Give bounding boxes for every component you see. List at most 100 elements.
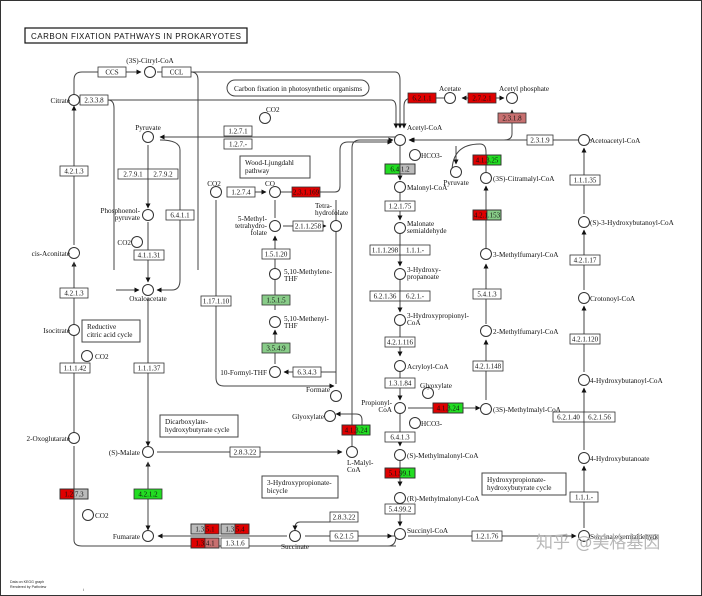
compound-node[interactable] <box>422 387 434 399</box>
enzyme-fill[interactable] <box>384 336 416 348</box>
enzyme-e2318[interactable]: 2.3.1.8 <box>497 112 527 124</box>
enzyme-e421116[interactable]: 4.2.1.116 <box>384 336 416 348</box>
enzyme-e54992[interactable]: 5.4.99.2 <box>384 503 416 515</box>
enzyme-e4324a[interactable]: 4.1.3.24 <box>341 424 371 436</box>
enzyme-fill[interactable] <box>161 66 192 78</box>
compound-acetate[interactable]: Acetate <box>439 85 461 104</box>
compound-glyoxylate1[interactable]: Glyoxylate <box>292 410 336 422</box>
enzyme-e13184[interactable]: 1.3.1.84 <box>384 377 416 389</box>
enzyme-e42153[interactable]: 4.2.1.153 <box>472 209 502 221</box>
compound-node[interactable] <box>480 325 492 337</box>
compound-methylene[interactable]: 5,10-Methylene-THF <box>269 268 333 283</box>
compound-smethylmal[interactable]: (S)-Methylmalonyl-CoA <box>394 449 480 461</box>
enzyme-e11142[interactable]: 1.1.1.42 <box>59 362 91 374</box>
enzyme-fill[interactable] <box>384 377 416 389</box>
compound-mesaconyl3[interactable]: 3-Methylfumaryl-CoA <box>480 248 560 260</box>
compound-node[interactable] <box>394 402 406 414</box>
compound-hydroxyprop[interactable]: 3-Hydroxy-propanoate <box>394 266 442 281</box>
enzyme-fill[interactable] <box>226 186 256 198</box>
compound-formate[interactable]: Formate <box>306 386 342 402</box>
compound-node[interactable] <box>259 112 271 124</box>
compound-smalate[interactable]: (S)-Malate <box>109 446 154 458</box>
compound-citryl[interactable]: (3S)-Citryl-CoA <box>126 57 175 78</box>
enzyme-fill[interactable] <box>569 254 601 266</box>
compound-node[interactable] <box>480 403 492 415</box>
enzyme-e135a[interactable]: 1.3.5.1 <box>190 523 220 535</box>
link-map-label[interactable]: Carbon fixation in photosynthetic organi… <box>234 85 362 93</box>
compound-oxoglut[interactable]: 2-Oxoglutarate <box>26 432 80 444</box>
compound-citrate[interactable]: Citrate <box>50 94 80 106</box>
compound-node[interactable] <box>68 432 80 444</box>
compound-acetylp[interactable]: Acetyl phosphate <box>499 85 549 104</box>
enzyme-e1274[interactable]: 1.2.7.4 <box>226 186 256 198</box>
enzyme-e12175[interactable]: 1.2.1.75 <box>384 200 416 212</box>
compound-node[interactable] <box>142 284 154 296</box>
enzyme-e1341[interactable]: 1.3.4.1 <box>190 537 220 549</box>
compound-mesaconyl2[interactable]: 2-Methylfumaryl-CoA <box>480 325 560 337</box>
enzyme-e6413[interactable]: 6.4.1.3 <box>384 431 416 443</box>
enzyme-fill[interactable] <box>223 125 253 137</box>
compound-node[interactable] <box>578 292 590 304</box>
compound-node[interactable] <box>394 134 406 146</box>
enzyme-e6211[interactable]: 6.2.1.1 <box>407 92 437 104</box>
compound-node[interactable] <box>269 268 281 280</box>
compound-hb4[interactable]: 4-Hydroxybutanoate <box>578 452 650 464</box>
compound-thf[interactable]: Tetra-hydrofolate <box>315 202 348 232</box>
compound-methenyl[interactable]: 5,10-Methenyl-THF <box>269 315 330 330</box>
compound-malonylcoa[interactable]: Malonyl-CoA <box>394 181 449 193</box>
compound-node[interactable] <box>68 247 80 259</box>
enzyme-fill[interactable] <box>59 165 89 177</box>
compound-node[interactable] <box>142 446 154 458</box>
compound-node[interactable] <box>578 452 590 464</box>
compound-co2c[interactable]: CO2 <box>82 509 109 521</box>
compound-glyoxylate2[interactable]: Glyoxylate <box>420 382 452 399</box>
compound-pep[interactable]: Phosphoenol-pyruvate <box>100 207 154 222</box>
enzyme-fill[interactable] <box>583 411 616 423</box>
enzyme-e4212[interactable]: 4.2.1.2 <box>133 488 163 500</box>
enzyme-fill[interactable] <box>399 290 431 302</box>
compound-node[interactable] <box>506 92 518 104</box>
enzyme-e4213b[interactable]: 4.2.1.3 <box>59 287 89 299</box>
enzyme-e4213a[interactable]: 4.2.1.3 <box>59 165 89 177</box>
enzyme-fill[interactable] <box>261 248 291 260</box>
enzyme-e421120[interactable]: 4.2.1.120 <box>569 333 601 345</box>
compound-node[interactable] <box>330 220 342 232</box>
enzyme-fill[interactable] <box>147 168 179 180</box>
link-map-photosynthetic[interactable]: Carbon fixation in photosynthetic organi… <box>226 79 370 97</box>
compound-node[interactable] <box>394 268 406 280</box>
enzyme-e2311[interactable]: 2.3.1.169 <box>291 186 321 198</box>
enzyme-e12176[interactable]: 1.2.1.76 <box>471 530 503 542</box>
compound-hbcoa4[interactable]: 4-Hydroxybutanoyl-CoA <box>578 374 664 386</box>
compound-node[interactable] <box>142 530 154 542</box>
compound-node[interactable] <box>144 66 156 78</box>
compound-node[interactable] <box>82 509 94 521</box>
enzyme-fill[interactable] <box>472 288 502 300</box>
enzyme-e2835b[interactable]: 2.8.3.22 <box>329 511 359 523</box>
compound-hydroxybutanoyl[interactable]: (S)-3-Hydroxybutanoyl-CoA <box>578 216 675 228</box>
enzyme-fill[interactable] <box>384 503 416 515</box>
enzyme-fill[interactable] <box>59 287 89 299</box>
enzyme-fill[interactable] <box>292 220 324 232</box>
compound-node[interactable] <box>142 209 154 221</box>
enzyme-e1316[interactable]: 1.3.1.6 <box>220 537 250 549</box>
enzyme-fill[interactable] <box>569 333 601 345</box>
enzyme-fill[interactable] <box>467 92 497 104</box>
compound-isocitrate[interactable]: Isocitrate <box>43 324 80 336</box>
enzyme-fill[interactable] <box>472 360 504 372</box>
compound-node[interactable] <box>480 248 492 260</box>
compound-node[interactable] <box>394 222 406 234</box>
compound-lmalyl[interactable]: L-Malyl-CoA <box>346 446 374 475</box>
compound-acetoacetyl[interactable]: Acetoacetyl-CoA <box>578 134 642 146</box>
enzyme-e2319[interactable]: 2.3.1.9 <box>526 134 554 146</box>
compound-node[interactable] <box>444 92 456 104</box>
compound-succinate[interactable]: Succinate <box>281 530 309 552</box>
enzyme-fill[interactable] <box>497 112 527 124</box>
compound-node[interactable] <box>394 449 406 461</box>
enzyme-e4324b[interactable]: 4.1.3.24 <box>432 402 464 414</box>
compound-node[interactable] <box>142 131 154 143</box>
compound-node[interactable] <box>289 530 301 542</box>
